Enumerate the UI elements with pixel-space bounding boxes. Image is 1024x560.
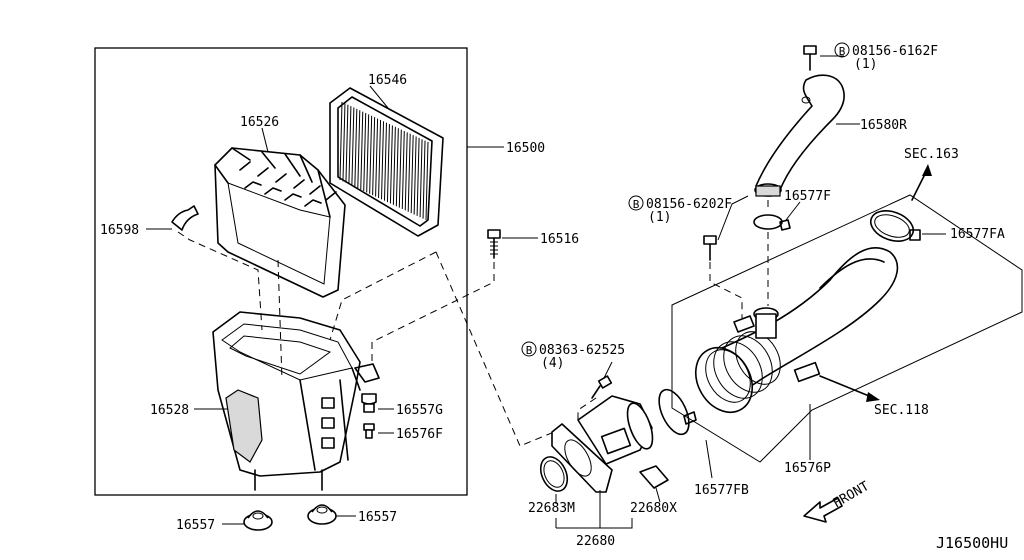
label-16526: 16526	[240, 115, 279, 130]
label-16577F: 16577F	[784, 189, 831, 204]
b-symbol-1: B	[834, 42, 850, 58]
svg-text:B: B	[526, 344, 533, 357]
bolt-qty-3: (4)	[541, 356, 564, 371]
maf-sensor-22680[interactable]	[551, 395, 669, 493]
label-sec163: SEC.163	[904, 147, 959, 162]
b-symbol-3: B	[521, 341, 537, 357]
bolt-16516[interactable]	[487, 229, 501, 259]
label-16577FA: 16577FA	[950, 227, 1005, 242]
label-sec118: SEC.118	[874, 403, 929, 418]
label-16598: 16598	[100, 223, 139, 238]
leader-lines	[146, 55, 946, 529]
lower-case-16528[interactable]	[212, 311, 380, 491]
b-symbol-2: B	[628, 195, 644, 211]
sec163-arrow	[911, 164, 932, 201]
mount-16557-right[interactable]	[307, 504, 337, 525]
bolt-qty-1: (1)	[854, 57, 877, 72]
bolt-code-1: 08156-6162F	[852, 44, 938, 59]
svg-text:B: B	[839, 45, 846, 58]
diagram-id: J16500HU	[936, 534, 1008, 552]
label-16557-left: 16557	[176, 518, 215, 533]
label-22680X: 22680X	[630, 501, 677, 516]
pin-16576F[interactable]	[363, 423, 375, 439]
bolt-08363-62525[interactable]	[591, 375, 613, 399]
duct-outline-box	[671, 194, 1023, 463]
label-16557-right: 16557	[358, 510, 397, 525]
sec118-arrow	[819, 375, 880, 402]
label-16528: 16528	[150, 403, 189, 418]
label-22683M: 22683M	[528, 501, 575, 516]
label-16577FB: 16577FB	[694, 483, 749, 498]
grommet-16557G[interactable]	[361, 393, 377, 413]
mount-16557-left[interactable]	[243, 510, 273, 531]
hose-16580R[interactable]	[754, 74, 845, 197]
clamp-16577FB[interactable]	[653, 385, 697, 439]
air-duct-16576P[interactable]	[684, 247, 899, 423]
label-16557G: 16557G	[396, 403, 443, 418]
label-16516: 16516	[540, 232, 579, 247]
clamp-16577F[interactable]	[753, 214, 791, 231]
label-16580R: 16580R	[860, 118, 907, 133]
clip-16598[interactable]	[171, 205, 199, 231]
bolt-qty-2: (1)	[648, 210, 671, 225]
label-front: FRONT	[831, 479, 873, 512]
bolt-code-3: 08363-62525	[539, 343, 625, 358]
label-16500: 16500	[506, 141, 545, 156]
bolt-08156-6162F[interactable]	[803, 45, 817, 71]
filter-element-16546[interactable]	[329, 87, 444, 237]
front-arrow	[803, 497, 843, 523]
label-16576F: 16576F	[396, 427, 443, 442]
bolt-code-2: 08156-6202F	[646, 197, 732, 212]
label-22680: 22680	[576, 534, 615, 549]
clamp-16577FA[interactable]	[867, 205, 921, 246]
svg-text:B: B	[633, 198, 640, 211]
upper-cover-16526[interactable]	[214, 147, 346, 298]
label-16576P: 16576P	[784, 461, 831, 476]
bolt-08156-6202F[interactable]	[703, 235, 717, 261]
label-16546: 16546	[368, 73, 407, 88]
ring-22683M[interactable]	[536, 453, 573, 496]
assembly-frame	[94, 47, 468, 496]
